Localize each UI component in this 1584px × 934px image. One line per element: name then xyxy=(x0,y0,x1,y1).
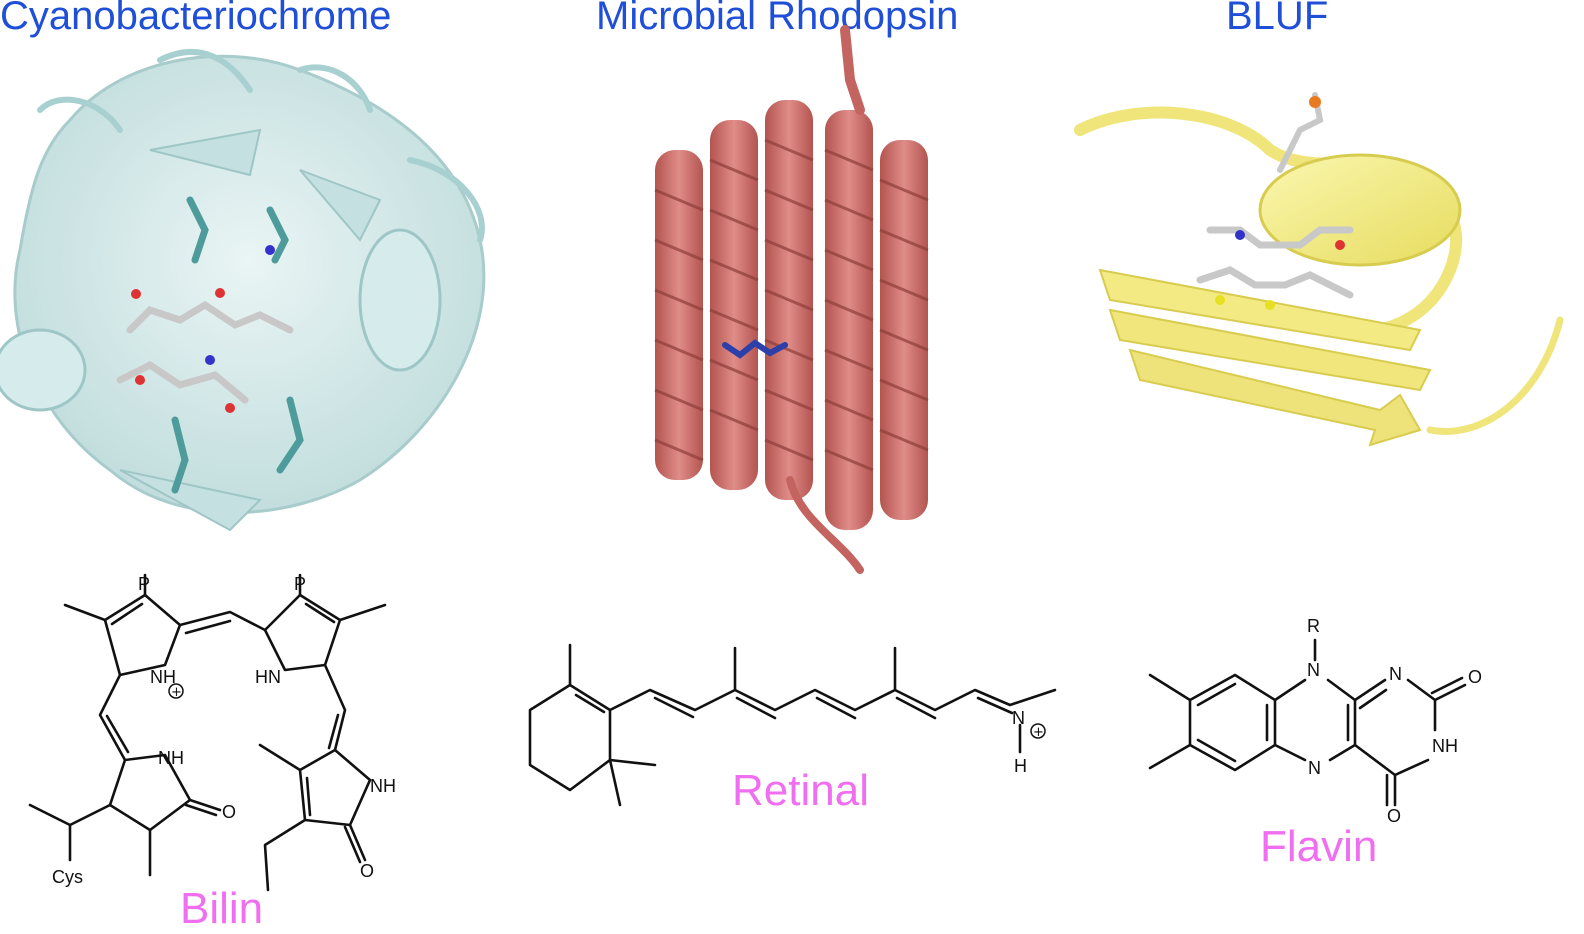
retinal-label: Retinal xyxy=(732,766,869,815)
flavin-atom-nh3: NH xyxy=(1432,736,1458,756)
retinal-atom-n: N xyxy=(1012,708,1025,728)
cyanobacteriochrome-structure xyxy=(0,48,486,532)
flavin-atom-r: R xyxy=(1307,616,1320,636)
rhodopsin-structure xyxy=(654,25,929,574)
bilin-atom-cys: Cys xyxy=(52,867,83,887)
bilin-atom-nh-c: NH xyxy=(158,748,184,768)
bilin-atom-p1: P xyxy=(138,574,150,594)
bilin-label: Bilin xyxy=(180,884,264,933)
microbial-rhodopsin-title: Microbial Rhodopsin xyxy=(596,0,959,38)
bilin-atom-hn: HN xyxy=(255,667,281,687)
flavin-atom-o4: O xyxy=(1387,806,1401,826)
plus-charge-icon: + xyxy=(171,685,182,700)
bluf-structure xyxy=(1074,92,1564,447)
bilin-atom-p2: P xyxy=(294,574,306,594)
bluf-title: BLUF xyxy=(1226,0,1329,38)
plus-charge-icon: + xyxy=(1033,725,1044,740)
bilin-atom-o1: O xyxy=(222,802,236,822)
bilin-structure: P P NH + HN NH NH O O Cys xyxy=(28,573,396,892)
flavin-atom-o2: O xyxy=(1468,667,1482,687)
flavin-label: Flavin xyxy=(1260,822,1378,871)
flavin-atom-n1: N xyxy=(1389,664,1402,684)
bilin-atom-o2: O xyxy=(360,861,374,881)
retinal-atom-h: H xyxy=(1014,756,1027,776)
flavin-atom-n10: N xyxy=(1307,660,1320,680)
cyanobacteriochrome-title: Cyanobacteriochrome xyxy=(0,0,392,38)
bilin-atom-nh-plus: NH xyxy=(150,667,176,687)
flavin-structure: R N N O NH O N xyxy=(1148,616,1482,826)
retinal-structure: N + H xyxy=(528,643,1057,807)
bilin-atom-nh-d: NH xyxy=(370,776,396,796)
flavin-atom-n5: N xyxy=(1308,758,1321,778)
